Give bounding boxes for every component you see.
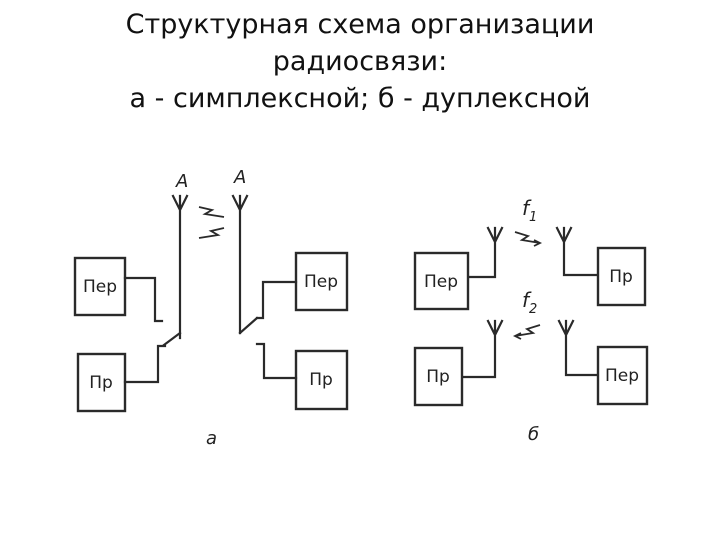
transmitter-label-left: Пер xyxy=(424,272,458,292)
duplex-diagram: f1 f2 Пер Пр Пр Пер xyxy=(413,196,649,445)
simplex-diagram: А А Пер Пр Пер Пр xyxy=(73,167,349,449)
receiver-label-right: Пр xyxy=(609,267,633,287)
transmitter-box-right xyxy=(294,251,349,312)
antenna-symbol-icon xyxy=(460,319,504,379)
antenna-symbol-icon xyxy=(231,194,249,335)
antenna-symbol-icon xyxy=(466,226,504,279)
frequency-label-f2: f2 xyxy=(522,288,537,317)
antenna-symbol-icon xyxy=(555,226,600,277)
antenna-label-left: А xyxy=(175,171,188,192)
antenna-label-right: А xyxy=(233,167,246,188)
receiver-box-right xyxy=(294,349,349,411)
switch-contact-icon xyxy=(238,280,298,380)
duplex-caption: б xyxy=(528,424,539,445)
title-line-1: Структурная схема организации xyxy=(125,9,595,40)
receiver-label-left: Пр xyxy=(426,367,450,387)
transmitter-box-left xyxy=(413,251,470,311)
receiver-label-left: Пр xyxy=(89,373,113,393)
antenna-symbol-icon xyxy=(557,319,600,377)
antenna-symbol-icon xyxy=(171,194,189,340)
transmitter-label-right: Пер xyxy=(605,366,639,386)
receiver-box-left xyxy=(413,346,464,407)
transmitter-box-left xyxy=(73,256,127,317)
title-line-2: радиосвязи: xyxy=(272,46,448,77)
radio-wave-icon xyxy=(512,231,543,340)
frequency-label-f1: f1 xyxy=(522,196,537,225)
transmitter-label-right: Пер xyxy=(304,272,338,292)
transmitter-label-left: Пер xyxy=(83,277,117,297)
receiver-box-right xyxy=(596,246,647,307)
simplex-caption: а xyxy=(206,428,217,449)
receiver-box-left xyxy=(76,352,127,413)
switch-contact-icon xyxy=(123,276,182,384)
radio-wave-icon xyxy=(198,206,225,239)
transmitter-box-right xyxy=(596,345,649,406)
receiver-label-right: Пр xyxy=(309,370,333,390)
slide-title: Структурная схема организации радиосвязи… xyxy=(0,6,720,117)
title-line-3: а - симплексной; б - дуплексной xyxy=(129,83,591,114)
